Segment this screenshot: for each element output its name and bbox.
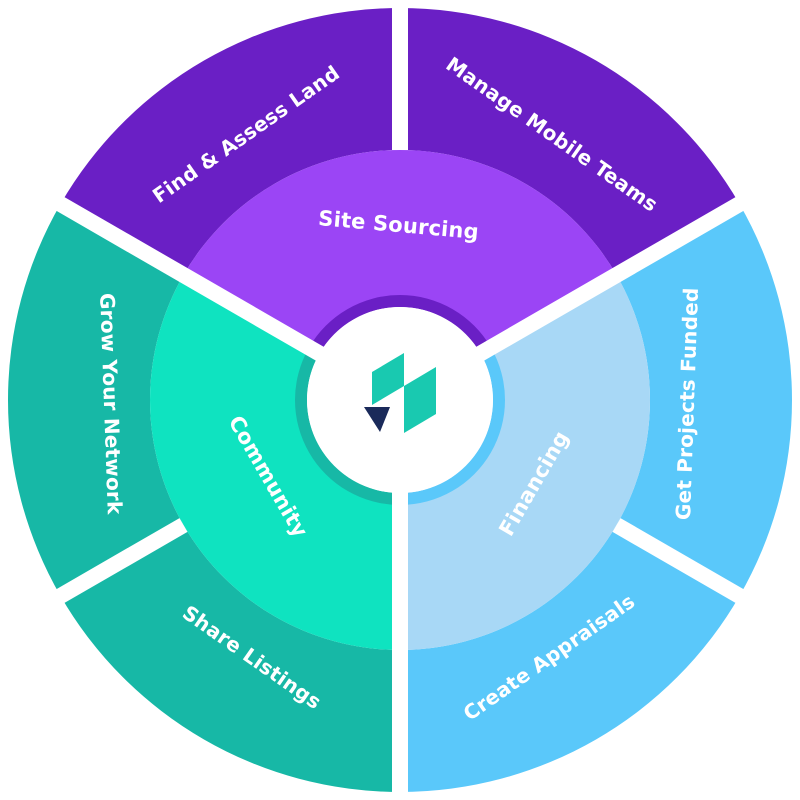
segment-community[interactable] <box>149 275 400 651</box>
segment-site-sourcing[interactable] <box>183 150 617 350</box>
outer-segment-manage-mobile-teams[interactable] <box>400 8 740 275</box>
segment-divider <box>49 518 188 607</box>
hub-ring-site-sourcing <box>309 294 491 354</box>
hub-ring-financing <box>400 347 506 505</box>
segment-divider <box>465 193 751 367</box>
outer-segment-find-assess-land[interactable] <box>60 8 401 275</box>
segment-divider <box>612 518 751 607</box>
segment-divider <box>49 193 335 367</box>
outer-segment-create-appraisals[interactable] <box>400 525 740 792</box>
outer-segment-share-listings[interactable] <box>60 525 401 792</box>
center-hub <box>307 307 493 493</box>
outer-segment-grow-your-network[interactable] <box>7 204 184 596</box>
logo-icon <box>364 353 436 433</box>
segment-financing[interactable] <box>400 275 651 650</box>
outer-segment-get-projects-funded[interactable] <box>616 204 792 596</box>
hub-ring-community <box>295 347 400 505</box>
